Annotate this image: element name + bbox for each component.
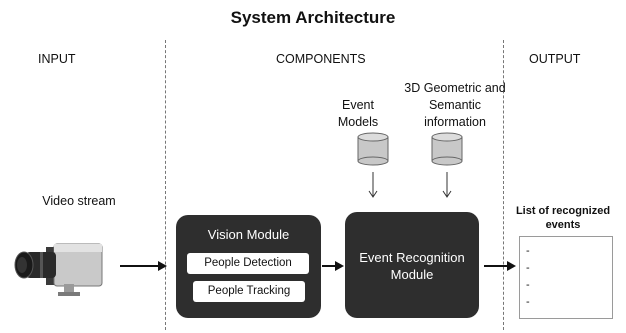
event-recognition-label-line1: Event Recognition [359,250,465,265]
geometric-label-line2: Semantic [428,98,482,112]
diagram-title: System Architecture [230,8,396,27]
people-tracking-item: People Tracking [193,281,305,302]
event-recognition-label-line2: Module [390,267,434,282]
vision-module-title: Vision Module [207,227,290,242]
geometric-label: 3D Geometric and Semantic information [393,80,517,131]
event-models-label-line1: Event [342,98,374,112]
recognized-events-list: - - - - [519,236,613,319]
event-recognition-label: Event Recognition Module [345,249,479,283]
vision-module: Vision Module People Detection People Tr… [176,215,321,318]
event-list-item: - [526,262,530,274]
section-components-header: COMPONENTS [276,52,366,66]
geometric-label-line3: information [424,115,486,129]
event-recognition-module: Event Recognition Module [345,212,479,318]
event-list-item: - [526,245,530,257]
event-models-label-line2: Models [337,115,379,129]
event-models-label: Event Models [318,97,398,131]
event-list-item: - [526,279,530,291]
components-output-divider [503,40,504,330]
output-title: List of recognized events [503,204,623,232]
event-to-output-arrow [484,261,516,271]
event-list-item: - [526,296,530,308]
camera-to-vision-arrow [120,261,167,271]
section-input-header: INPUT [38,52,76,66]
output-title-line1: List of recognized [515,205,611,217]
db-to-event-arrow [368,172,378,198]
event-models-database-icon [357,132,389,166]
input-components-divider [165,40,166,330]
geometric-label-line1: 3D Geometric and [404,81,506,95]
section-output-header: OUTPUT [529,52,581,66]
video-camera-icon [14,243,103,296]
geometric-to-event-arrow [442,172,452,198]
geometric-database-icon [431,132,463,166]
video-stream-label: Video stream [42,194,116,208]
vision-to-event-arrow [322,261,344,271]
output-title-line2: events [545,219,581,231]
people-detection-item: People Detection [187,253,309,274]
